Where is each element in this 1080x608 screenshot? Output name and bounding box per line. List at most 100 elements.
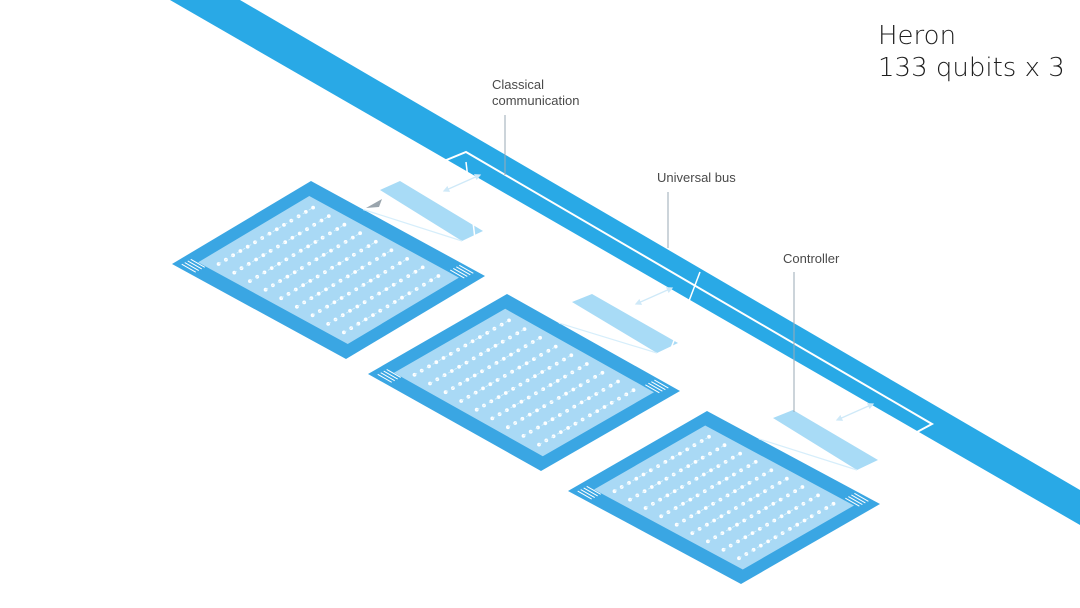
title-line-2: 133 qubits x 3 xyxy=(878,53,1065,83)
qubit xyxy=(657,481,661,485)
classical-communication-label: Classical communication xyxy=(492,77,579,109)
qubit xyxy=(569,353,574,358)
qubit xyxy=(719,514,724,519)
qubit xyxy=(337,261,342,266)
qubit xyxy=(809,514,814,519)
qubit xyxy=(722,443,727,448)
qubit xyxy=(313,240,318,244)
qubit xyxy=(503,391,508,395)
chip-pad-line xyxy=(380,372,395,382)
qubit xyxy=(303,210,308,214)
chip-pad-line xyxy=(583,487,598,497)
qubit xyxy=(616,379,620,384)
qubit xyxy=(500,339,505,344)
qubit xyxy=(678,451,682,456)
qubit xyxy=(245,244,250,249)
qubit xyxy=(377,291,381,296)
qubit xyxy=(478,335,482,339)
qubit xyxy=(345,274,350,279)
processor-group xyxy=(172,161,881,584)
qubit xyxy=(392,300,397,304)
qubit xyxy=(428,381,432,386)
chip-pad-line xyxy=(181,263,196,273)
qubit xyxy=(269,266,274,270)
qubit xyxy=(326,322,331,326)
qubit xyxy=(397,261,402,266)
qubit xyxy=(485,331,490,335)
coupler-line xyxy=(281,241,376,299)
chip-controller-link xyxy=(363,208,463,242)
qubit xyxy=(579,400,584,405)
qubit xyxy=(400,295,404,300)
qubit xyxy=(794,506,799,510)
qubit xyxy=(769,468,774,473)
qubit xyxy=(548,383,553,387)
qubit xyxy=(688,497,693,502)
qubit xyxy=(324,287,328,292)
qubit xyxy=(371,313,375,317)
qubit xyxy=(743,535,748,540)
qubit xyxy=(342,222,347,227)
chip-pad-line xyxy=(386,369,401,378)
qubit xyxy=(448,352,453,356)
qubit xyxy=(578,383,583,388)
chip-qubit-area xyxy=(198,195,459,345)
qubit xyxy=(511,386,515,391)
qubit xyxy=(470,339,475,344)
qubit xyxy=(261,253,266,258)
qubit xyxy=(434,360,439,365)
qubit xyxy=(519,399,524,404)
qubit xyxy=(389,248,394,253)
qubit xyxy=(555,378,560,383)
qubit xyxy=(493,343,498,348)
chip-pad-line xyxy=(648,382,663,392)
classical-link-arrow xyxy=(442,174,482,192)
qubit xyxy=(512,404,516,408)
qubit xyxy=(382,252,386,257)
qubit xyxy=(361,283,366,287)
qubit xyxy=(441,356,446,360)
controller-1 xyxy=(380,181,483,241)
chip-pad-line xyxy=(577,490,592,500)
chip-pad-line xyxy=(845,497,860,507)
qubit xyxy=(368,278,373,283)
qubit xyxy=(726,510,731,514)
qubit xyxy=(391,282,396,287)
qubit xyxy=(405,257,409,261)
qubit xyxy=(517,365,522,370)
qubit xyxy=(600,370,605,375)
qubit xyxy=(703,506,708,510)
qubit xyxy=(563,374,567,379)
coupler-line xyxy=(218,207,314,265)
qubit xyxy=(595,409,600,413)
qubit xyxy=(672,489,677,494)
bus-connector-line xyxy=(869,461,881,469)
qubit xyxy=(758,543,763,548)
qubit xyxy=(733,489,737,494)
qubit xyxy=(690,531,695,535)
qubit xyxy=(707,434,711,439)
qubit xyxy=(553,344,558,349)
qubit xyxy=(753,460,758,464)
qubit xyxy=(290,235,295,240)
chip-pad-line xyxy=(580,489,595,498)
chip-pad-line xyxy=(586,485,601,495)
qubit xyxy=(709,468,713,473)
chip-pad-line xyxy=(651,381,666,391)
processor-3 xyxy=(568,403,881,584)
qubit xyxy=(711,501,715,506)
qubit xyxy=(429,278,433,283)
qubit xyxy=(350,235,355,240)
qubit xyxy=(778,497,783,502)
qubit xyxy=(712,518,716,523)
qubit xyxy=(755,493,760,498)
qubit xyxy=(571,387,576,392)
qubit xyxy=(727,527,732,531)
qubit xyxy=(643,506,648,510)
qubit xyxy=(339,296,344,300)
chip-pad-line xyxy=(184,262,199,271)
qubit xyxy=(486,348,491,352)
qubit xyxy=(413,269,418,274)
qubit xyxy=(685,447,690,452)
qubit xyxy=(329,248,333,253)
